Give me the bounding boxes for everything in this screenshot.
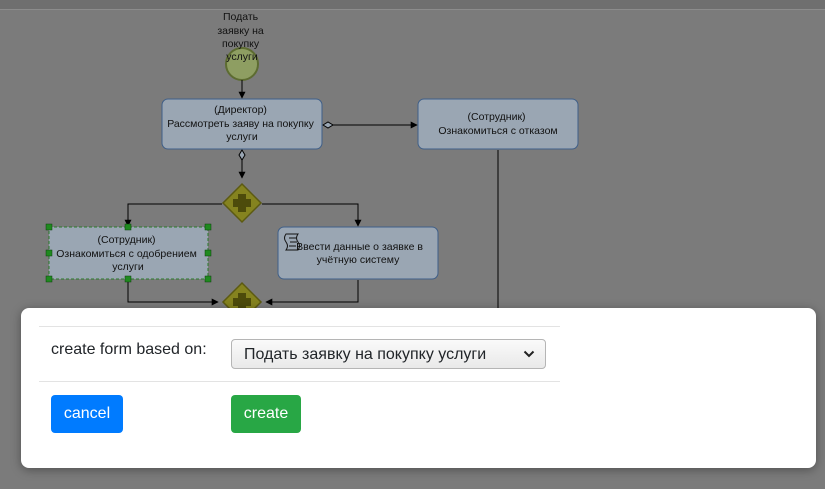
script-icon bbox=[284, 233, 300, 251]
task-line: Ознакомиться с одобрением bbox=[56, 248, 197, 260]
script-task[interactable]: Ввести данные о заявке в учётную систему bbox=[277, 226, 439, 280]
create-form-modal: create form based on: Подать заявку на п… bbox=[21, 308, 816, 468]
parallel-gateway-icon bbox=[233, 293, 251, 311]
flow-approve-to-join[interactable] bbox=[127, 280, 219, 306]
approve-task-text: (Сотрудник) Ознакомиться с одобрением ус… bbox=[56, 234, 199, 273]
task-line: услуги bbox=[226, 131, 258, 143]
task-line: Ввести данные о заявке в bbox=[296, 241, 423, 253]
start-label-line: услуги bbox=[226, 51, 258, 63]
flow-gateway-to-approve[interactable] bbox=[124, 203, 222, 227]
task-line: (Сотрудник) bbox=[98, 234, 156, 246]
start-label-line: заявку на bbox=[217, 25, 264, 37]
chevron-down-icon bbox=[523, 350, 535, 358]
employee-approve-task[interactable]: (Сотрудник) Ознакомиться с одобрением ус… bbox=[45, 223, 212, 283]
task-line: Рассмотреть заяву на покупку bbox=[167, 118, 314, 130]
form-source-select[interactable]: Подать заявку на покупку услуги bbox=[231, 339, 546, 369]
modal-divider bbox=[39, 326, 560, 327]
top-bar bbox=[0, 0, 825, 10]
start-label-line: покупку bbox=[222, 38, 260, 50]
parallel-gateway-split[interactable] bbox=[221, 182, 263, 224]
task-line: (Директор) bbox=[214, 104, 267, 116]
director-task[interactable]: (Директор) Рассмотреть заяву на покупку … bbox=[161, 98, 323, 150]
director-task-text: (Директор) Рассмотреть заяву на покупку … bbox=[167, 104, 317, 143]
task-line: Ознакомиться с отказом bbox=[438, 125, 557, 137]
reject-task-text: (Сотрудник) Ознакомиться с отказом bbox=[438, 111, 557, 137]
employee-reject-task[interactable]: (Сотрудник) Ознакомиться с отказом bbox=[417, 98, 579, 150]
create-form-label: create form based on: bbox=[51, 341, 207, 358]
flow-script-to-join[interactable] bbox=[265, 280, 359, 306]
create-button[interactable]: create bbox=[231, 395, 301, 433]
task-line: услуги bbox=[112, 261, 144, 273]
script-task-text: Ввести данные о заявке в учётную систему bbox=[296, 241, 426, 266]
modal-divider bbox=[39, 381, 560, 382]
flow-gateway-to-script[interactable] bbox=[262, 203, 362, 227]
task-line: (Сотрудник) bbox=[468, 111, 526, 123]
form-source-select-value: Подать заявку на покупку услуги bbox=[244, 346, 487, 363]
task-line: учётную систему bbox=[317, 254, 400, 266]
start-event-label: Подать заявку на покупку услуги bbox=[217, 11, 266, 63]
cancel-button[interactable]: cancel bbox=[51, 395, 123, 433]
selection-handles[interactable] bbox=[45, 223, 212, 283]
parallel-gateway-icon bbox=[233, 194, 251, 212]
start-label-line: Подать bbox=[223, 11, 259, 23]
